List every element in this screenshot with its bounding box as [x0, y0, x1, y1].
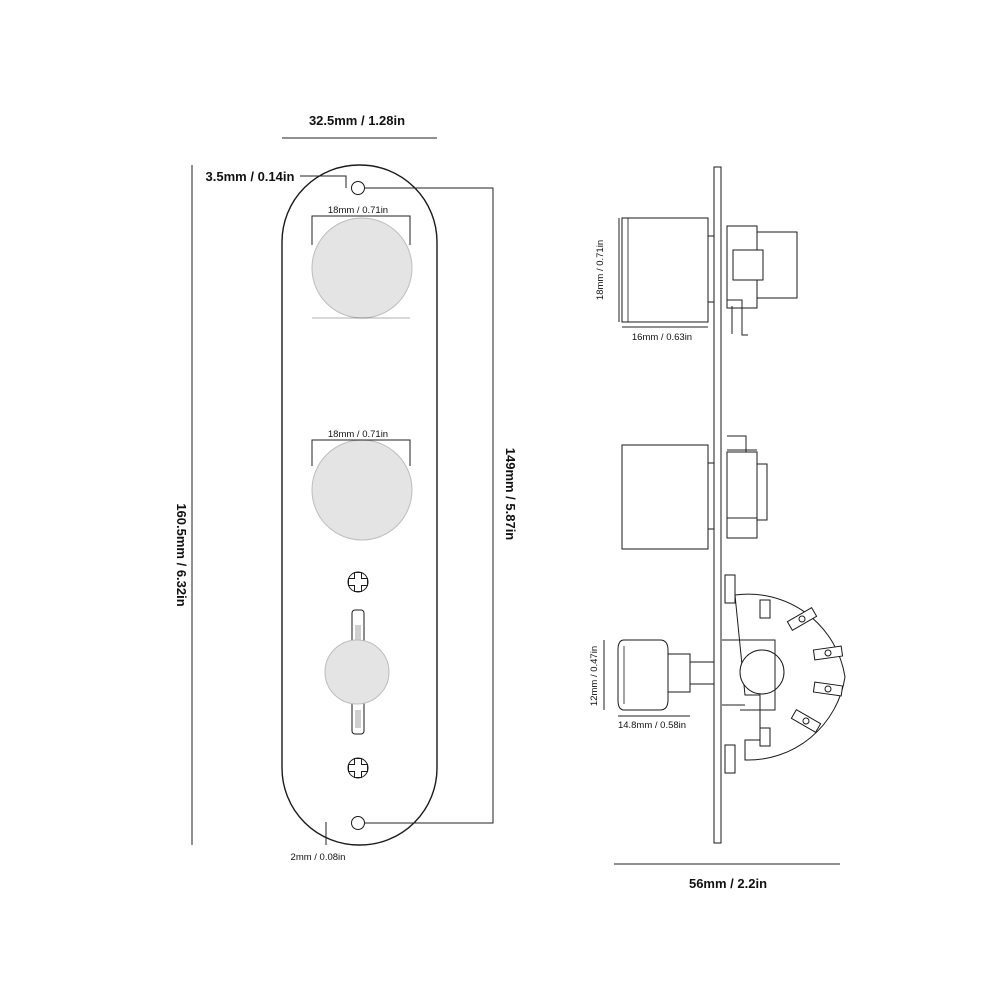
width-label: 32.5mm / 1.28in	[309, 113, 405, 128]
side-knob-height-label: 18mm / 0.71in	[595, 240, 606, 300]
hole-spacing-dimension-line	[365, 187, 494, 824]
plate-thickness-label: 2mm / 0.08in	[291, 852, 346, 863]
switch-tip-height-label: 12mm / 0.47in	[589, 646, 600, 706]
lower-screw	[347, 757, 369, 779]
volume-knob	[311, 217, 413, 319]
knob2-dimension-bracket	[311, 439, 411, 466]
tone-knob	[311, 439, 413, 541]
bottom-mount-hole	[351, 816, 365, 830]
hole-spacing-label: 149mm / 5.87in	[503, 448, 518, 541]
knob2-width-label: 18mm / 0.71in	[328, 429, 388, 440]
knob1-width-label: 18mm / 0.71in	[328, 205, 388, 216]
side-knob-upper	[621, 217, 798, 336]
switch-tip-depth-label: 14.8mm / 0.58in	[618, 720, 686, 731]
front-view: 18mm / 0.71in 18mm / 0.71in 32.5mm / 1.2…	[174, 113, 518, 863]
knob1-dimension-bracket	[311, 215, 411, 245]
total-height-label: 160.5mm / 6.32in	[174, 503, 189, 606]
side-switch	[617, 574, 846, 774]
total-depth-label: 56mm / 2.2in	[689, 876, 767, 891]
top-mount-hole	[351, 181, 365, 195]
upper-screw	[347, 571, 369, 593]
hole-diameter-label: 3.5mm / 0.14in	[206, 169, 295, 184]
side-knob-depth-label: 16mm / 0.63in	[632, 332, 692, 343]
switch-tip	[324, 639, 390, 705]
side-view: 18mm / 0.71in 16mm / 0.63in	[589, 166, 846, 891]
side-knob-lower	[621, 435, 768, 550]
plate-side	[713, 166, 722, 844]
